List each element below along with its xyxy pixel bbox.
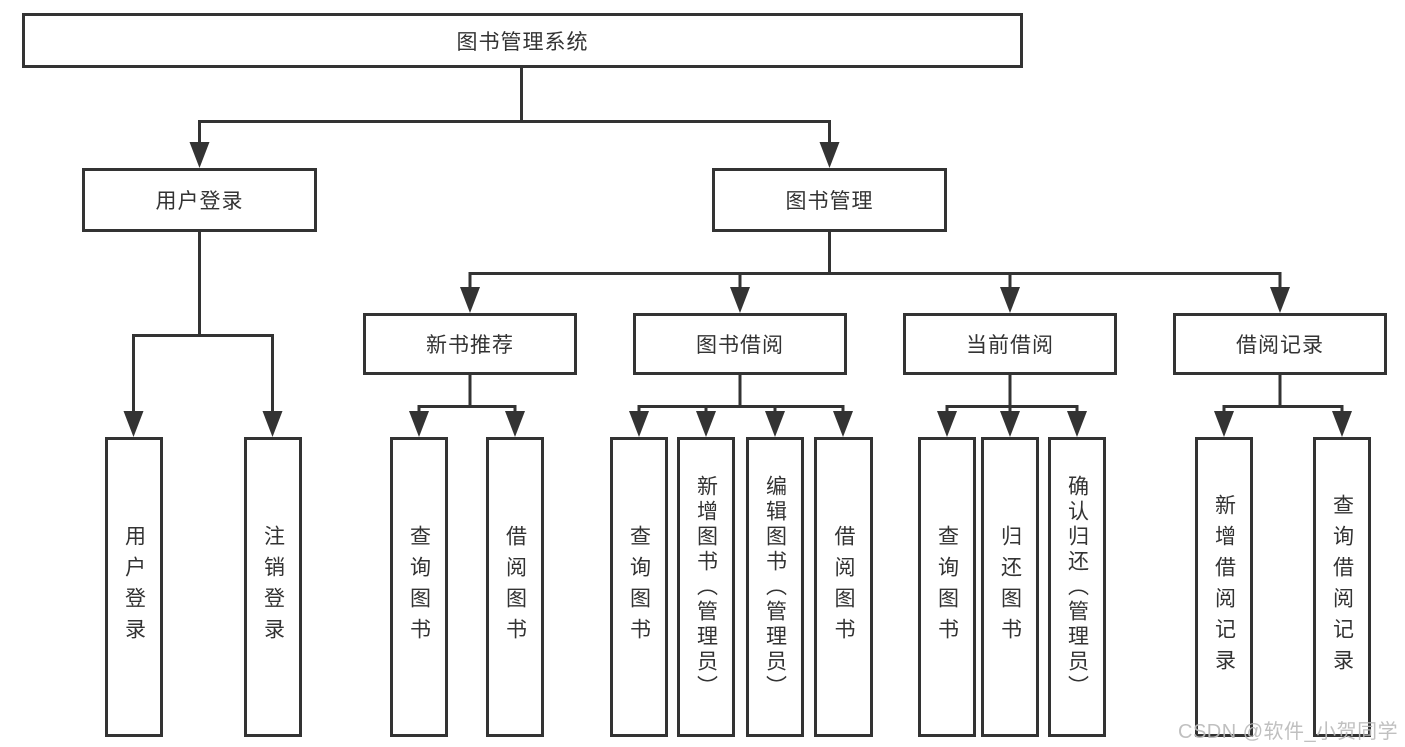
arrow-down-icon — [937, 411, 957, 437]
arrow-down-icon — [1332, 411, 1352, 437]
leaf-logout: 注销登录 — [244, 437, 302, 737]
arrow-down-icon — [696, 411, 716, 437]
arrow-down-icon — [765, 411, 785, 437]
leaf-borrow-books: 借阅图书 — [486, 437, 544, 737]
node-label: 图书管理系统 — [456, 30, 589, 54]
leaf-add-books-admin: 新增图书（管理员） — [677, 437, 735, 737]
node-root-system: 图书管理系统 — [22, 13, 1023, 68]
node-current-borrowing: 当前借阅 — [903, 313, 1117, 375]
arrow-down-icon — [1214, 411, 1234, 437]
node-label: 用户登录 — [155, 190, 244, 213]
leaf-query-borrow-record: 查询借阅记录 — [1313, 437, 1371, 737]
node-label: 图书管理 — [785, 190, 874, 213]
arrow-down-icon — [730, 287, 750, 313]
arrow-down-icon — [123, 411, 144, 437]
arrow-down-icon — [1270, 287, 1290, 313]
arrow-down-icon — [505, 411, 525, 437]
leaf-query-books: 查询图书 — [390, 437, 448, 737]
node-book-management: 图书管理 — [712, 168, 947, 232]
leaf-add-borrow-record: 新增借阅记录 — [1195, 437, 1253, 737]
arrow-down-icon — [460, 287, 480, 313]
node-user-login: 用户登录 — [82, 168, 317, 232]
node-borrowing-records: 借阅记录 — [1173, 313, 1387, 375]
node-label: 借阅记录 — [1236, 334, 1324, 357]
arrow-down-icon — [819, 142, 840, 168]
arrow-down-icon — [409, 411, 429, 437]
arrow-down-icon — [189, 142, 210, 168]
node-label: 新书推荐 — [426, 334, 514, 357]
node-new-book-recommend: 新书推荐 — [363, 313, 577, 375]
arrow-down-icon — [1000, 287, 1020, 313]
arrow-down-icon — [1000, 411, 1020, 437]
arrow-down-icon — [629, 411, 649, 437]
arrow-down-icon — [262, 411, 283, 437]
arrowheads — [123, 142, 1352, 437]
leaf-user-login: 用户登录 — [105, 437, 163, 737]
leaf-edit-books-admin: 编辑图书（管理员） — [746, 437, 804, 737]
arrow-down-icon — [833, 411, 853, 437]
leaf-query-books: 查询图书 — [918, 437, 976, 737]
csdn-watermark: CSDN @软件_小贺同学 — [1178, 721, 1399, 743]
arrow-down-icon — [1067, 411, 1087, 437]
leaf-confirm-return-admin: 确认归还（管理员） — [1048, 437, 1106, 737]
leaf-query-books: 查询图书 — [610, 437, 668, 737]
leaf-borrow-books: 借阅图书 — [814, 437, 873, 737]
node-label: 当前借阅 — [966, 334, 1054, 357]
leaf-return-books: 归还图书 — [981, 437, 1039, 737]
node-label: 图书借阅 — [696, 334, 784, 357]
node-book-borrowing: 图书借阅 — [633, 313, 847, 375]
